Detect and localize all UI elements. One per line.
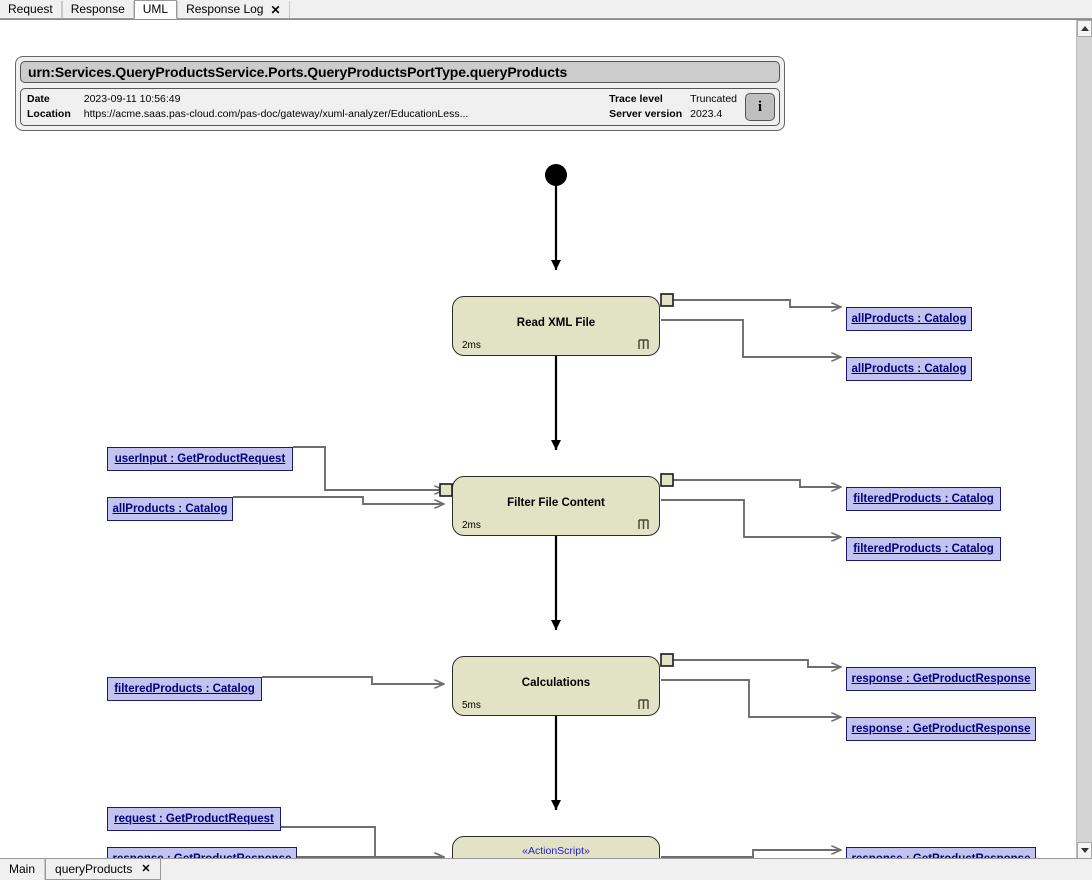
bottom-tab-strip: Main queryProducts ✕ — [0, 858, 1092, 880]
chevron-up-icon — [1080, 26, 1089, 31]
object-node-label: response : GetProductResponse — [851, 673, 1031, 685]
activity-node-filter-file-content[interactable]: Filter File Content 2ms — [452, 476, 660, 536]
scroll-down-button[interactable] — [1077, 842, 1092, 859]
chevron-down-icon — [1080, 848, 1089, 853]
scroll-up-button[interactable] — [1077, 20, 1092, 37]
object-node-label: response : GetProductResponse — [851, 723, 1031, 735]
meta-values-right: Truncated 2023.4 — [682, 93, 737, 121]
object-node-label: userInput : GetProductRequest — [114, 453, 286, 465]
activity-duration: 2ms — [462, 520, 481, 531]
date-key: Date — [27, 93, 50, 105]
tab-label: UML — [142, 2, 169, 16]
tab-uml[interactable]: UML — [133, 0, 178, 19]
activity-stereotype: «ActionScript» — [522, 845, 590, 857]
object-node-label: allProducts : Catalog — [851, 313, 967, 325]
trace-level-key: Trace level — [609, 93, 663, 105]
tab-label: Response — [70, 2, 125, 16]
tab-response-log[interactable]: Response Log ✕ — [177, 1, 290, 18]
object-node-label: request : GetProductRequest — [114, 813, 274, 825]
top-tab-strip: Request Response UML Response Log ✕ — [0, 0, 1092, 19]
meta-keys-right: Trace level Server version — [603, 93, 682, 121]
bottom-tab-label: queryProducts — [55, 861, 133, 876]
bottom-tab-queryproducts[interactable]: queryProducts ✕ — [45, 859, 161, 880]
object-node-response-out-2[interactable]: response : GetProductResponse — [846, 717, 1036, 741]
tab-label: Response Log — [186, 2, 264, 16]
info-button[interactable]: i — [745, 93, 775, 121]
diagram-scroll-area: Read XML File 2ms Filter File Content 2m… — [0, 19, 1092, 859]
activity-kind-icon — [638, 339, 649, 349]
activity-kind-icon — [638, 519, 649, 529]
server-version-key: Server version — [609, 108, 683, 120]
object-node-request-in[interactable]: request : GetProductRequest — [107, 807, 281, 831]
location-value: https://acme.saas.pas-cloud.com/pas-doc/… — [83, 108, 469, 120]
activity-node-get-title[interactable]: «ActionScript» Get Title — [452, 836, 660, 859]
tab-response[interactable]: Response — [61, 1, 134, 18]
object-node-filteredproducts-out-2[interactable]: filteredProducts : Catalog — [846, 537, 1001, 561]
object-node-response-out-1[interactable]: response : GetProductResponse — [846, 667, 1036, 691]
service-meta-row: Date Location 2023-09-11 10:56:49 https:… — [20, 88, 780, 126]
date-value: 2023-09-11 10:56:49 — [83, 93, 181, 105]
close-icon[interactable]: ✕ — [141, 862, 151, 875]
object-node-response-out-3[interactable]: response : GetProductResponse — [846, 847, 1036, 859]
object-node-userinput-in[interactable]: userInput : GetProductRequest — [107, 447, 293, 471]
close-icon[interactable]: ✕ — [270, 2, 281, 17]
bottom-tab-main[interactable]: Main — [0, 859, 46, 880]
activity-node-read-xml-file[interactable]: Read XML File 2ms — [452, 296, 660, 356]
uml-diagram-canvas[interactable]: Read XML File 2ms Filter File Content 2m… — [0, 20, 1076, 859]
activity-duration: 2ms — [462, 340, 481, 351]
object-node-label: allProducts : Catalog — [851, 363, 967, 375]
server-version-value: 2023.4 — [690, 108, 723, 120]
object-node-label: allProducts : Catalog — [112, 503, 228, 515]
object-node-label: response : GetProductResponse — [112, 853, 292, 859]
activity-title: Read XML File — [516, 317, 596, 329]
object-node-label: filteredProducts : Catalog — [853, 543, 994, 555]
object-node-label: filteredProducts : Catalog — [853, 493, 994, 505]
object-node-filteredproducts-in[interactable]: filteredProducts : Catalog — [107, 677, 262, 701]
trace-level-value: Truncated — [690, 93, 737, 105]
tab-request[interactable]: Request — [0, 1, 62, 18]
activity-duration: 5ms — [462, 700, 481, 711]
tab-label: Request — [8, 2, 53, 16]
activity-title: Filter File Content — [507, 497, 605, 509]
object-node-allproducts-in[interactable]: allProducts : Catalog — [107, 497, 233, 521]
activity-kind-icon — [638, 699, 649, 709]
scrollbar-track[interactable] — [1077, 37, 1092, 842]
object-node-filteredproducts-out-1[interactable]: filteredProducts : Catalog — [846, 487, 1001, 511]
service-title: urn:Services.QueryProductsService.Ports.… — [20, 61, 780, 83]
object-node-allproducts-out-1[interactable]: allProducts : Catalog — [846, 307, 972, 331]
object-node-label: filteredProducts : Catalog — [114, 683, 255, 695]
vertical-scrollbar[interactable] — [1076, 20, 1092, 859]
activity-node-calculations[interactable]: Calculations 5ms — [452, 656, 660, 716]
meta-keys-left: Date Location — [27, 93, 71, 121]
service-info-panel: urn:Services.QueryProductsService.Ports.… — [15, 56, 785, 131]
object-node-allproducts-out-2[interactable]: allProducts : Catalog — [846, 357, 972, 381]
object-node-response-in[interactable]: response : GetProductResponse — [107, 847, 297, 859]
initial-node — [545, 164, 567, 186]
activity-title: Calculations — [521, 677, 591, 689]
meta-values-left: 2023-09-11 10:56:49 https://acme.saas.pa… — [71, 93, 603, 121]
bottom-tab-label: Main — [9, 862, 36, 876]
location-key: Location — [27, 108, 71, 120]
object-node-label: response : GetProductResponse — [851, 853, 1031, 859]
info-icon: i — [757, 98, 763, 115]
